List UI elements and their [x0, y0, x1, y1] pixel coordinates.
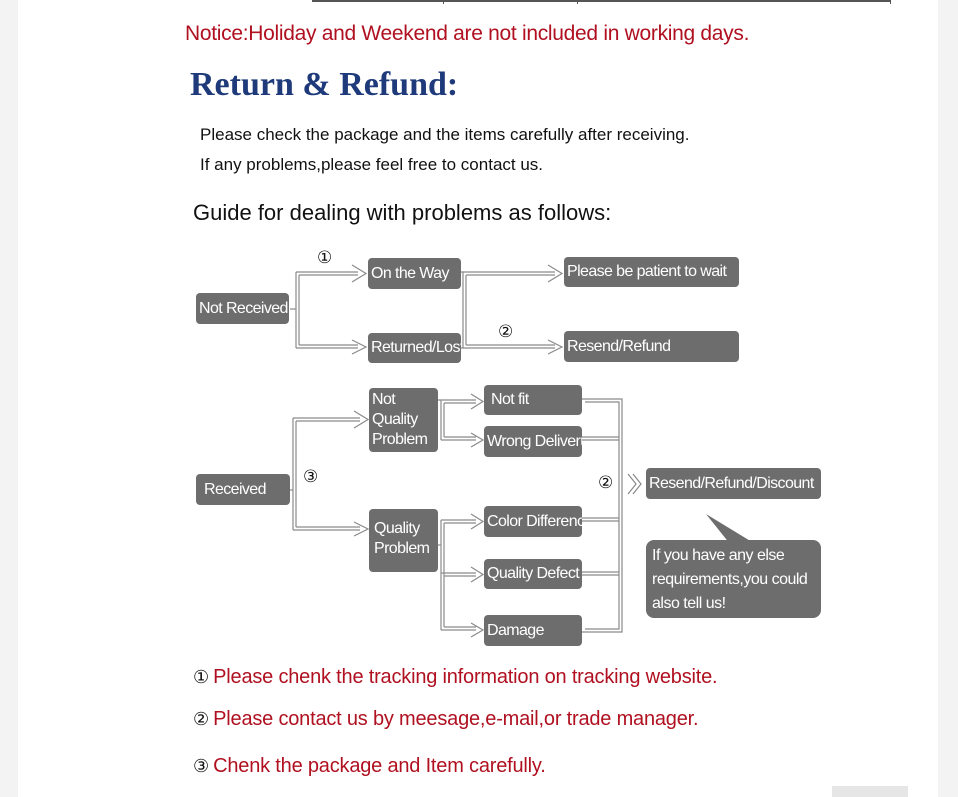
- node-quality-problem: Quality Problem: [369, 509, 438, 572]
- requirements-speech-bubble: If you have any else requirements,you co…: [646, 540, 821, 618]
- top-table-divider: [577, 0, 578, 4]
- step-marker-2: ②: [598, 473, 614, 493]
- intro-line-1: Please check the package and the items c…: [200, 125, 690, 144]
- node-resend-refund: Resend/Refund: [564, 331, 739, 362]
- footnote-number: ③: [193, 756, 210, 777]
- node-wrong-deliveru: Wrong Deliveru: [484, 426, 582, 457]
- node-on-the-way: On the Way: [368, 258, 461, 289]
- node-quality-defect: Quality Defect: [484, 559, 582, 589]
- node-color-difference: Color Difference: [484, 506, 582, 537]
- footnote-contact: ② Please contact us by meesage,e-mail,or…: [193, 708, 699, 731]
- page-corner-tab: [832, 786, 908, 797]
- footnote-number: ②: [193, 709, 210, 730]
- footnote-text: Chenk the package and Item carefully.: [213, 755, 546, 777]
- top-table-divider: [443, 0, 444, 4]
- node-not-quality-problem: Not Quality Problem: [369, 388, 438, 452]
- node-returned-lost: Returned/Lost: [368, 333, 461, 363]
- step-marker-2: ②: [498, 322, 514, 342]
- top-table-edge: [312, 0, 890, 2]
- return-refund-heading: Return & Refund:: [190, 66, 459, 103]
- node-not-received: Not Received: [196, 293, 289, 324]
- footnote-text: Please chenk the tracking information on…: [213, 666, 718, 688]
- left-margin-band: [0, 0, 18, 797]
- node-please-be-patient: Please be patient to wait: [564, 257, 739, 287]
- node-resend-refund-discount: Resend/Refund/Discount: [646, 468, 821, 499]
- node-not-fit: Not fit: [484, 385, 582, 415]
- node-received: Received: [196, 474, 290, 505]
- right-margin-band: [938, 0, 958, 797]
- top-table-divider: [890, 0, 891, 4]
- guide-title: Guide for dealing with problems as follo…: [193, 200, 612, 225]
- footnote-number: ①: [193, 667, 210, 688]
- intro-line-2: If any problems,please feel free to cont…: [200, 155, 544, 174]
- footnote-text: Please contact us by meesage,e-mail,or t…: [213, 708, 699, 730]
- step-marker-1: ①: [317, 248, 333, 268]
- footnote-check-package: ③ Chenk the package and Item carefully.: [193, 755, 546, 778]
- holiday-notice: Notice:Holiday and Weekend are not inclu…: [185, 22, 750, 45]
- footnote-tracking: ① Please chenk the tracking information …: [193, 666, 718, 689]
- node-damage: Damage: [484, 615, 582, 646]
- step-marker-3: ③: [303, 467, 319, 487]
